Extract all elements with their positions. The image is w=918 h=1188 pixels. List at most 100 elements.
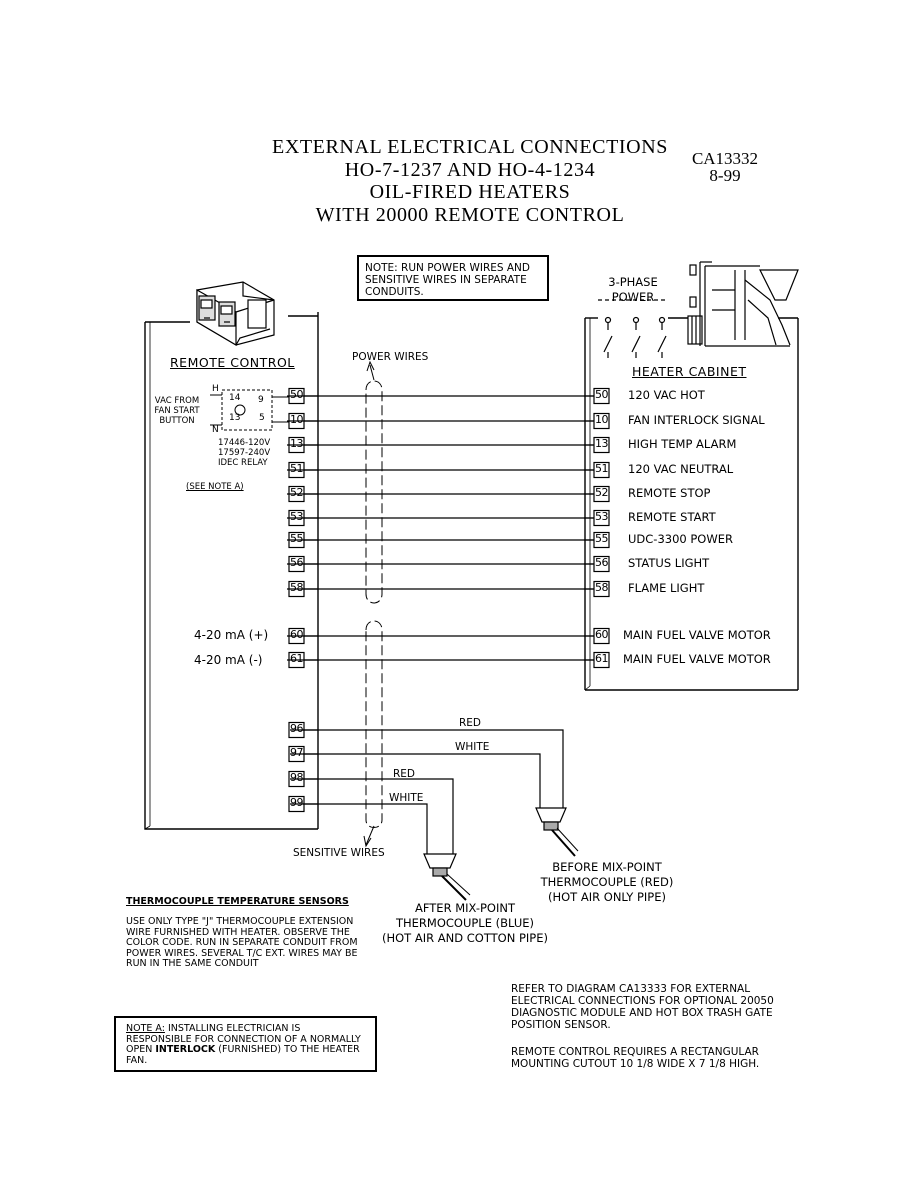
terminal-label-58: FLAME LIGHT	[628, 581, 705, 595]
terminal-label-51: 120 VAC NEUTRAL	[628, 462, 734, 476]
power-wires-label: POWER WIRES	[352, 351, 429, 363]
right-terminal-number-51: 51	[595, 462, 609, 475]
after-tc-line-3: (HOT AIR AND COTTON PIPE)	[381, 931, 548, 945]
heater-cabinet-panel	[584, 317, 799, 691]
diagram-title: EXTERNAL ELECTRICAL CONNECTIONS HO-7-123…	[270, 136, 670, 226]
vac-source-label: VAC FROM FAN START BUTTON	[148, 396, 206, 426]
note-a-box: NOTE A: INSTALLING ELECTRICIAN IS RESPON…	[114, 1016, 377, 1072]
left-terminal-number-51: 51	[290, 462, 304, 475]
left-terminal-number-58: 58	[290, 581, 304, 594]
left-terminal-number-13: 13	[290, 437, 304, 450]
left-terminal-strip	[288, 387, 305, 669]
note-separate-conduits: NOTE: RUN POWER WIRES AND SENSITIVE WIRE…	[357, 255, 549, 301]
title-line-4: WITH 20000 REMOTE CONTROL	[315, 203, 625, 226]
title-line-3: OIL-FIRED HEATERS	[369, 181, 571, 203]
vac-label-line-3: BUTTON	[159, 416, 195, 426]
ma-minus-label: 4-20 mA (-)	[194, 653, 263, 667]
thermocouple-body: USE ONLY TYPE "J" THERMOCOUPLE EXTENSION…	[126, 916, 358, 969]
left-terminal-number-56: 56	[290, 556, 304, 569]
right-terminal-number-50: 50	[595, 388, 609, 401]
note-a-text-2: (FURNISHED) TO THE HEATER FAN.	[126, 1044, 360, 1066]
relay-spec: 17446-120V 17597-240V IDEC RELAY	[218, 438, 270, 468]
note-separate-conduits-text: NOTE: RUN POWER WIRES AND SENSITIVE WIRE…	[365, 262, 530, 298]
terminal-label-10: FAN INTERLOCK SIGNAL	[628, 413, 765, 427]
thermocouple-wiring	[290, 729, 564, 854]
wire-color-white-1: WHITE	[455, 741, 490, 753]
right-terminal-number-52: 52	[595, 486, 609, 499]
before-tc-line-3: (HOT AIR ONLY PIPE)	[548, 890, 666, 904]
wire-color-white-2: WHITE	[389, 792, 424, 804]
right-terminal-number-55: 55	[595, 532, 609, 545]
relay-pin-13: 13	[229, 413, 241, 423]
idec-relay-symbol	[210, 389, 290, 431]
title-line-2: HO-7-1237 AND HO-4-1234	[344, 158, 596, 181]
left-terminal-number-55: 55	[290, 532, 304, 545]
relay-h-label: H	[212, 384, 219, 394]
terminal-label-53: REMOTE START	[628, 510, 716, 524]
before-tc-line-1: BEFORE MIX-POINT	[552, 860, 662, 874]
three-phase-label: 3-PHASE POWER	[606, 276, 660, 303]
relay-spec-line-3: IDEC RELAY	[218, 458, 268, 468]
terminal-label-52: REMOTE STOP	[628, 486, 711, 500]
sensitive-wire-conduit	[363, 620, 383, 848]
relay-spec-line-2: 17597-240V	[218, 448, 271, 458]
sensitive-wires-label: SENSITIVE WIRES	[293, 847, 385, 859]
left-terminal-number-60: 60	[290, 628, 304, 641]
refer-diagram-note: REFER TO DIAGRAM CA13333 FOR EXTERNAL EL…	[511, 983, 774, 1031]
sensor-terminal-number-96: 96	[290, 722, 304, 735]
relay-n-label: N	[212, 425, 219, 435]
terminal-label-50: 120 VAC HOT	[628, 388, 705, 402]
right-terminal-number-58: 58	[595, 581, 609, 594]
left-terminal-number-53: 53	[290, 510, 304, 523]
sensor-terminal-number-99: 99	[290, 796, 304, 809]
power-wire-conduit	[365, 360, 383, 604]
before-tc-line-2: THERMOCOUPLE (RED)	[540, 875, 674, 889]
wire-color-red-2: RED	[393, 768, 416, 780]
relay-pin-14: 14	[229, 393, 241, 403]
vac-label-line-2: FAN START	[154, 406, 200, 416]
heater-unit-icon	[687, 261, 799, 347]
document-number: CA13332	[691, 149, 759, 168]
right-terminal-number-61: 61	[595, 652, 609, 665]
left-terminal-number-10: 10	[290, 413, 304, 426]
after-thermocouple-icon	[423, 853, 471, 901]
right-terminal-number-56: 56	[595, 556, 609, 569]
sensor-terminal-number-98: 98	[290, 771, 304, 784]
vac-label-line-1: VAC FROM	[154, 396, 200, 406]
see-note-a-link: (SEE NOTE A)	[186, 482, 244, 492]
before-thermocouple-label: BEFORE MIX-POINT THERMOCOUPLE (RED) (HOT…	[534, 860, 680, 905]
note-a-label: NOTE A:	[126, 1023, 165, 1034]
title-line-1: EXTERNAL ELECTRICAL CONNECTIONS	[272, 136, 668, 158]
remote-control-device-icon	[196, 281, 275, 347]
right-terminal-number-53: 53	[595, 510, 609, 523]
relay-spec-line-1: 17446-120V	[218, 438, 271, 448]
left-terminal-number-52: 52	[290, 486, 304, 499]
note-a-bold: INTERLOCK	[155, 1044, 216, 1055]
three-phase-line-1: 3-PHASE	[608, 275, 658, 289]
terminal-label-55: UDC-3300 POWER	[628, 532, 733, 546]
cutout-note: REMOTE CONTROL REQUIRES A RECTANGULAR MO…	[511, 1046, 760, 1070]
remote-control-panel	[144, 312, 319, 830]
terminal-label-61: MAIN FUEL VALVE MOTOR	[623, 652, 771, 666]
after-thermocouple-label: AFTER MIX-POINT THERMOCOUPLE (BLUE) (HOT…	[380, 901, 550, 946]
terminal-label-13: HIGH TEMP ALARM	[628, 437, 737, 451]
three-phase-line-2: POWER	[611, 290, 655, 304]
right-terminal-number-10: 10	[595, 413, 609, 426]
terminal-label-56: STATUS LIGHT	[628, 556, 710, 570]
ma-plus-label: 4-20 mA (+)	[194, 628, 269, 642]
heater-cabinet-title: HEATER CABINET	[632, 364, 747, 379]
sensor-terminal-number-97: 97	[290, 746, 304, 759]
left-terminal-number-61: 61	[290, 652, 304, 665]
relay-pin-9: 9	[258, 395, 264, 405]
before-thermocouple-icon	[535, 807, 579, 857]
after-tc-line-2: THERMOCOUPLE (BLUE)	[395, 916, 535, 930]
three-phase-switch-icon	[598, 299, 668, 358]
after-tc-line-1: AFTER MIX-POINT	[415, 901, 515, 915]
document-number-block: CA13332 8-99	[688, 150, 762, 184]
terminal-label-60: MAIN FUEL VALVE MOTOR	[623, 628, 771, 642]
remote-control-title: REMOTE CONTROL	[170, 355, 295, 370]
terminal-wires	[287, 395, 594, 661]
right-terminal-number-60: 60	[595, 628, 609, 641]
left-terminal-number-50: 50	[290, 388, 304, 401]
